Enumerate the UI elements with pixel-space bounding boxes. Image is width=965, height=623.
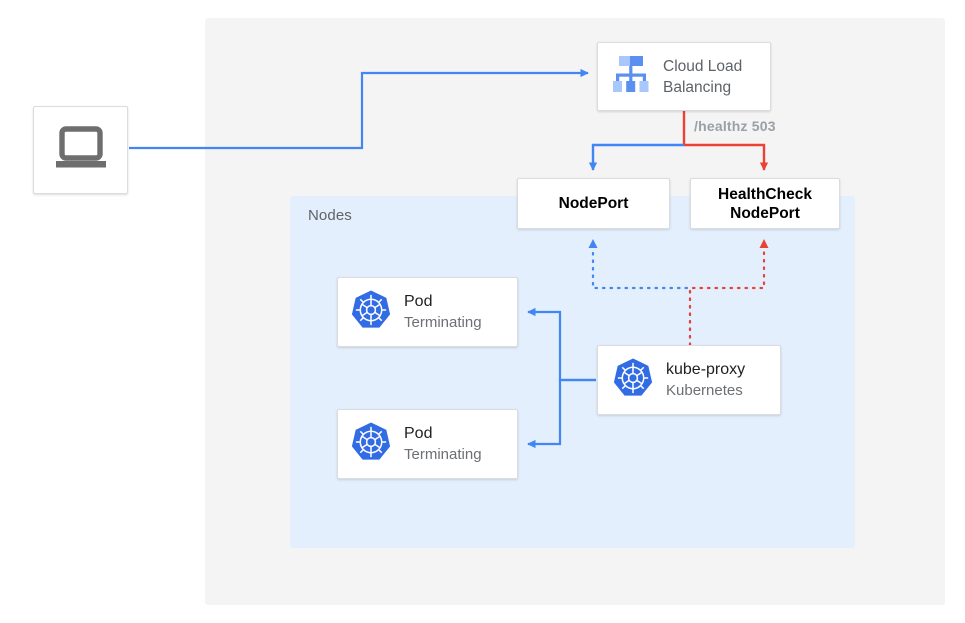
kubernetes-icon [350,421,392,468]
nodeport-label: NodePort [558,195,629,212]
pod-1-text: Pod Terminating [404,291,482,333]
client-node[interactable] [33,106,128,194]
pod-node-2[interactable]: Pod Terminating [337,409,518,479]
pod-2-subtitle: Terminating [404,446,482,463]
cloud-load-balancing-node[interactable]: Cloud Load Balancing [597,42,771,111]
pod-1-subtitle: Terminating [404,314,482,331]
laptop-icon [53,125,109,176]
healthcheck-nodeport-label: HealthCheck NodePort [718,185,812,223]
clb-line-2: Balancing [663,78,732,96]
cloud-load-balancing-label: Cloud Load Balancing [663,56,742,98]
healthcheck-line-1: HealthCheck [718,185,812,203]
healthcheck-nodeport-node[interactable]: HealthCheck NodePort [690,178,840,229]
cloud-load-balancing-icon [608,53,654,100]
pod-2-text: Pod Terminating [404,423,482,465]
kube-proxy-text: kube-proxy Kubernetes [666,359,745,401]
healthcheck-line-2: NodePort [730,204,800,222]
kubernetes-icon [350,289,392,336]
kube-proxy-node[interactable]: kube-proxy Kubernetes [597,345,781,415]
nodeport-node[interactable]: NodePort [517,178,670,229]
kube-proxy-title: kube-proxy [666,361,746,378]
pod-node-1[interactable]: Pod Terminating [337,277,518,347]
kube-proxy-subtitle: Kubernetes [666,382,743,399]
pod-2-title: Pod [404,425,433,442]
clb-line-1: Cloud Load [663,57,743,75]
healthz-edge-label: /healthz 503 [694,118,776,134]
pod-1-title: Pod [404,293,433,310]
nodes-panel-label: Nodes [308,207,352,224]
kubernetes-icon [612,357,654,404]
